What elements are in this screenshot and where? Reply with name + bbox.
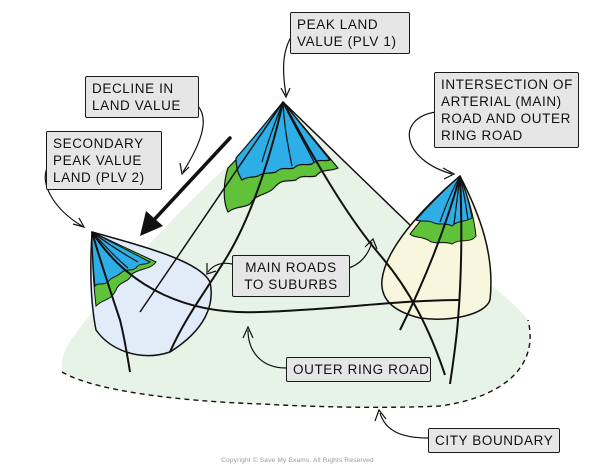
arrowhead-mainroad-left [206, 263, 217, 275]
decline-in-land-value-label: DECLINE IN LAND VALUE [85, 76, 199, 118]
outer-ring-road [91, 231, 461, 314]
copyright-text: Copyright © Save My Exams. All Rights Re… [221, 457, 374, 464]
intersection-label-line1: INTERSECTION OF [441, 77, 574, 92]
intersection-label-line3: ROAD AND OUTER [441, 111, 571, 126]
arrowhead-ring [242, 325, 254, 339]
leader-mainroad-right [348, 241, 373, 269]
secondary-label-line3: LAND (PLV 2) [53, 170, 145, 185]
intersection-label-line4: RING ROAD [441, 128, 523, 143]
leader-decline [182, 105, 204, 173]
leader-mainroad-left [207, 262, 233, 273]
city-boundary-label: CITY BOUNDARY [428, 428, 560, 453]
leader-boundary [379, 412, 429, 439]
primary-cone-outline [139, 101, 411, 313]
city-boundary-text: CITY BOUNDARY [435, 433, 554, 448]
secondary-peak-blue [91, 231, 151, 288]
arrowhead-intersection [442, 167, 456, 180]
arrowhead-peak [280, 87, 291, 99]
secondary-peak-label: SECONDARY PEAK VALUE LAND (PLV 2) [46, 131, 162, 190]
decline-arrow [140, 136, 232, 236]
intersection-label-line2: ARTERIAL (MAIN) [441, 94, 562, 109]
arrowhead-secondary [72, 217, 86, 228]
decline-label-line2: LAND VALUE [92, 98, 182, 113]
arrowhead-decline [179, 162, 190, 176]
secondary-label-line2: PEAK VALUE [53, 153, 143, 168]
main-roads [91, 101, 463, 385]
outer-ring-road-label: OUTER RING ROAD [286, 357, 431, 382]
intersection-label: INTERSECTION OF ARTERIAL (MAIN) ROAD AND… [434, 72, 579, 148]
main-roads-label-line2: TO SUBURBS [244, 277, 338, 292]
arrowhead-boundary [374, 408, 387, 422]
primary-peak-blue [235, 101, 332, 181]
leader-intersection [408, 111, 453, 175]
decline-label-line1: DECLINE IN [92, 81, 174, 96]
city-boundary-line [61, 319, 531, 409]
peak-label-line1: PEAK LAND [297, 17, 379, 32]
leader-secondary [44, 167, 83, 227]
outer-ring-road-text: OUTER RING ROAD [293, 362, 430, 377]
arrowhead-mainroad-right [364, 237, 378, 250]
main-roads-label: MAIN ROADS TO SUBURBS [232, 255, 350, 297]
peak-label-line2: VALUE (PLV 1) [297, 34, 397, 49]
leader-lines [44, 33, 456, 439]
peak-land-value-label: PEAK LAND VALUE (PLV 1) [290, 12, 410, 54]
main-roads-label-line1: MAIN ROADS [245, 260, 337, 275]
secondary-label-line1: SECONDARY [53, 136, 144, 151]
leader-ring [247, 329, 287, 369]
